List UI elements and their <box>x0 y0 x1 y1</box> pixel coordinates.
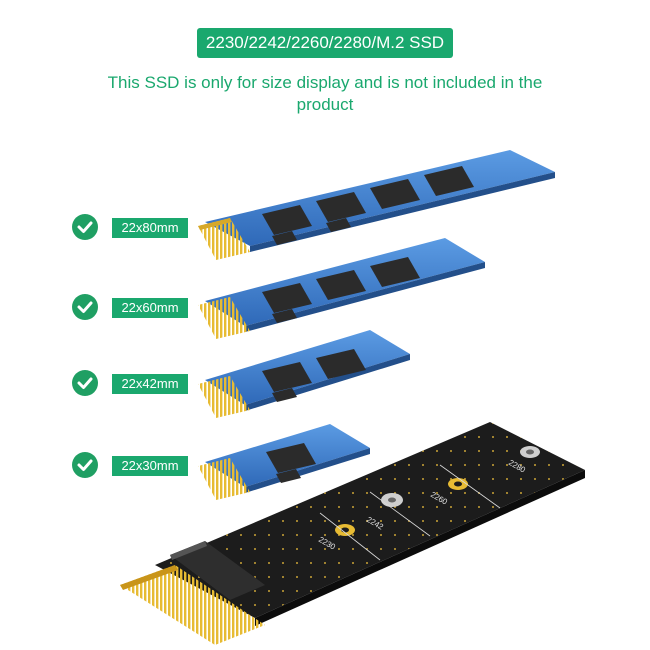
size-label: 22x80mm <box>112 218 188 238</box>
check-icon <box>72 214 98 240</box>
pcie-adapter-board: 2230 2242 2260 2280 <box>120 422 585 645</box>
ssd-2280 <box>198 150 555 260</box>
ssd-2242 <box>198 330 410 418</box>
check-icon <box>72 294 98 320</box>
size-label: 22x30mm <box>112 456 188 476</box>
check-icon <box>72 370 98 396</box>
ssd-2230 <box>198 424 370 500</box>
size-label: 22x42mm <box>112 374 188 394</box>
ssd-2260 <box>198 238 485 339</box>
size-display-note: This SSD is only for size display and is… <box>107 73 543 114</box>
check-icon <box>72 452 98 478</box>
size-label: 22x60mm <box>112 298 188 318</box>
product-title-badge: 2230/2242/2260/2280/M.2 SSD <box>197 28 453 58</box>
